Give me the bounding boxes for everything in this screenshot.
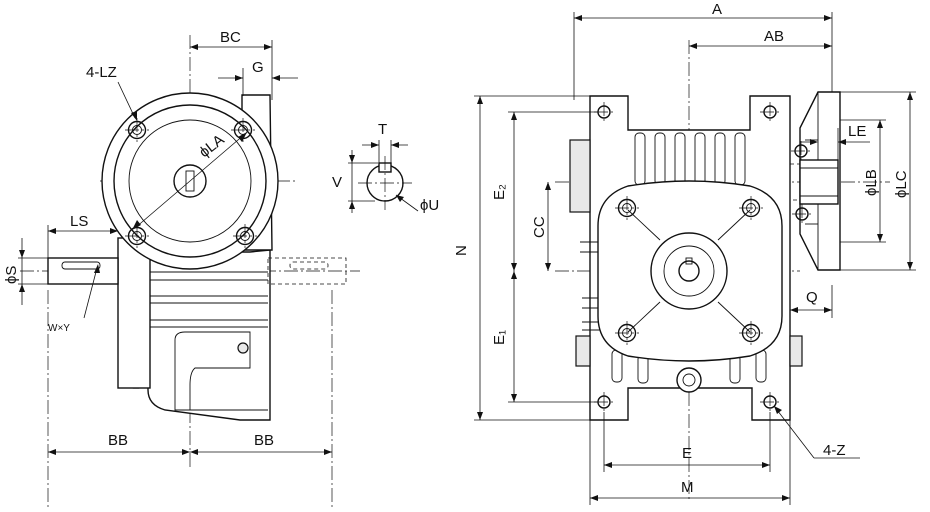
left-housing-body [147,249,271,421]
hidden-opposite-shaft [267,257,347,285]
label-g: G [252,59,264,76]
front-view: A AB N E₂ E₁ CC LE [453,1,916,505]
label-bb-right: BB [254,432,274,449]
label-phi-s: ϕS [3,266,20,284]
label-q: Q [806,289,818,306]
label-v: V [332,174,342,191]
label-phi-lb: ϕLB [863,169,880,196]
left-boss-lower [575,335,591,367]
label-w-x-y: W×Y [48,323,70,334]
output-shaft [47,257,119,285]
label-bc: BC [220,29,241,46]
output-keyway-icon [685,257,693,265]
motor-flange-pilot [113,104,267,258]
label-4-z: 4-Z [823,442,846,459]
bottom-drain-icon [676,367,702,393]
label-m: M [681,479,694,496]
label-le: LE [848,123,866,140]
label-cc: CC [531,216,548,238]
front-cover-plate [597,180,783,362]
label-e2: E₂ [491,184,508,200]
output-hub-inner [663,245,715,297]
left-housing-fins [150,271,268,328]
left-flange-plate [117,237,151,389]
label-t: T [378,121,387,138]
label-e1: E₁ [491,330,508,345]
label-n: N [453,245,470,256]
label-phi-lc: ϕLC [893,170,910,198]
label-bb-left: BB [108,432,128,449]
input-hub [799,159,839,205]
drain-plug-icon [237,342,249,354]
label-ab: AB [764,28,784,45]
left-housing-foot [174,331,251,411]
label-ls: LS [70,213,88,230]
label-phi-u: ϕU [420,197,439,214]
label-a: A [712,1,722,18]
input-bore [173,164,207,198]
shaft-keyway-icon [61,261,101,270]
left-boss-upper [569,139,591,213]
motor-flange-bore [128,119,252,243]
keyway-detail: T V ϕU [332,121,439,214]
label-4-lz: 4-LZ [86,64,117,81]
label-e: E [682,445,692,462]
left-side-view: BC G 4-LZ ϕLA LS ϕS W×Y [3,29,360,510]
right-boss-lower [789,335,803,367]
la-diameter-line [134,133,246,229]
output-bore [678,260,700,282]
input-keyway-icon [185,170,195,192]
output-hub-outer [650,232,728,310]
